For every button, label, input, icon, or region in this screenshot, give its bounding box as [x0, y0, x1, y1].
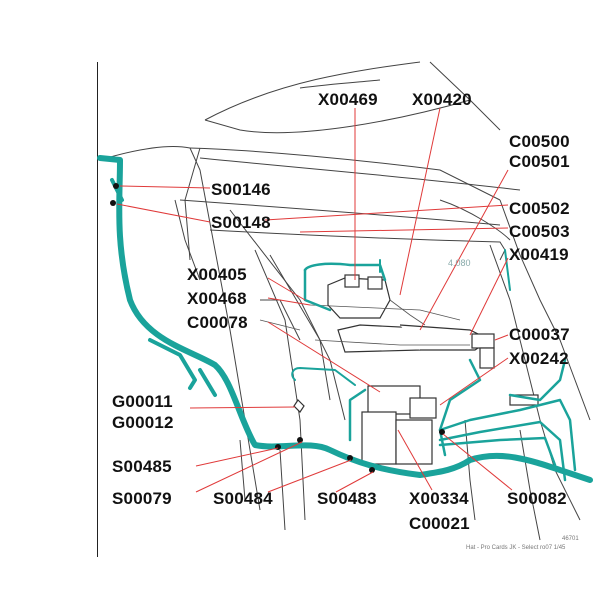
- label-s00146: S00146: [211, 180, 271, 199]
- label-c00502: C00502: [509, 199, 570, 218]
- inner-lines: [259, 299, 470, 346]
- label-c00021: C00021: [409, 514, 470, 533]
- label-g00011: G00011: [112, 392, 173, 411]
- splice-points: [110, 183, 445, 473]
- label-x00468: X00468: [187, 289, 247, 308]
- label-x00419: X00419: [509, 245, 569, 264]
- splice-s00485: [275, 444, 281, 450]
- splice-s00484: [347, 455, 353, 461]
- label-c00501: C00501: [509, 152, 570, 171]
- label-x00420: X00420: [412, 90, 472, 109]
- wire-harness: [97, 155, 593, 483]
- label-s00485: S00485: [112, 457, 172, 476]
- splice-s00148: [110, 200, 116, 206]
- diagram-frame: [97, 62, 597, 557]
- splice-s00082: [439, 429, 445, 435]
- dimension-note: 4.080: [448, 258, 471, 268]
- label-x00469: X00469: [318, 90, 378, 109]
- label-x00334: X00334: [409, 489, 469, 508]
- leader-lines: [116, 107, 513, 493]
- label-s00079: S00079: [112, 489, 172, 508]
- label-x00242: X00242: [509, 349, 569, 368]
- footer-code: 46701: [562, 536, 579, 542]
- splice-s00079: [297, 437, 303, 443]
- label-c00078: C00078: [187, 313, 248, 332]
- label-s00148: S00148: [211, 213, 271, 232]
- label-s00483: S00483: [317, 489, 377, 508]
- label-g00012: G00012: [112, 413, 174, 432]
- label-c00500: C00500: [509, 132, 570, 151]
- label-x00405: X00405: [187, 265, 247, 284]
- footer-caption: Hat - Pro Cards JK - Select ro07 1/45: [466, 545, 566, 551]
- label-s00484: S00484: [213, 489, 273, 508]
- label-s00082: S00082: [507, 489, 567, 508]
- splice-s00146: [113, 183, 119, 189]
- label-c00037: C00037: [509, 325, 570, 344]
- label-c00503: C00503: [509, 222, 570, 241]
- splice-s00483: [369, 467, 375, 473]
